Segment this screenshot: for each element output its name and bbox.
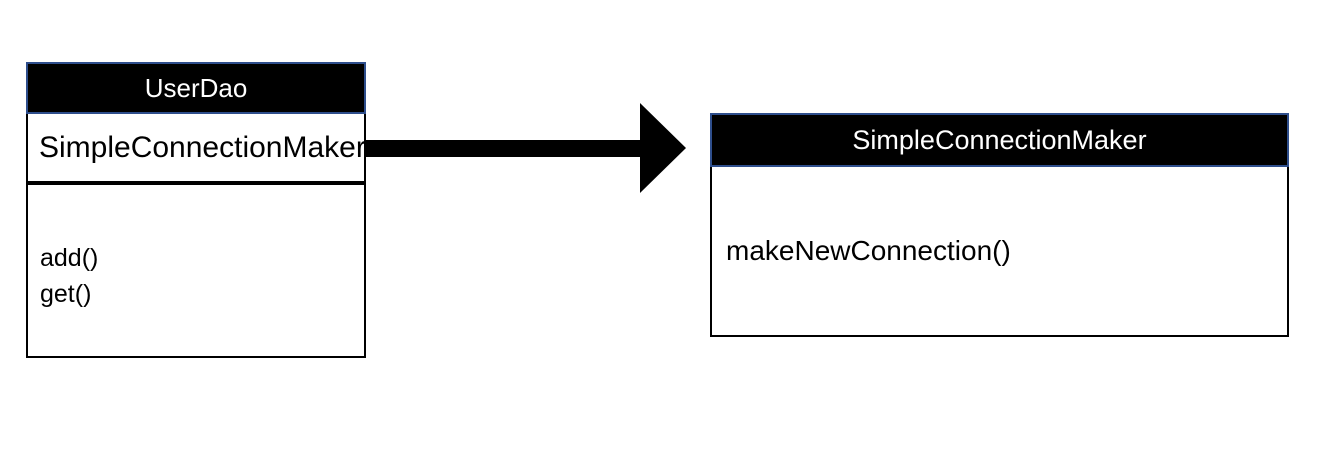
userdao-header: UserDao <box>26 62 366 114</box>
simpleconnectionmaker-method-makenewconnection: makeNewConnection() <box>726 235 1011 266</box>
userdao-class-name: UserDao <box>144 72 248 103</box>
userdao-methods-section: add() get() <box>26 185 366 358</box>
class-box-userdao: UserDao SimpleConnectionMaker add() get(… <box>26 62 366 358</box>
simpleconnectionmaker-class-name: SimpleConnectionMaker <box>852 124 1147 155</box>
userdao-method-add: add() <box>40 244 99 272</box>
dependency-arrow-shaft <box>366 140 640 157</box>
userdao-attributes-section: SimpleConnectionMaker <box>26 114 366 185</box>
dependency-arrow-head-icon <box>640 103 686 193</box>
userdao-attribute-simpleconnectionmaker: SimpleConnectionMaker <box>39 130 366 164</box>
simpleconnectionmaker-header: SimpleConnectionMaker <box>710 113 1289 167</box>
userdao-method-get: get() <box>40 280 92 308</box>
class-box-simpleconnectionmaker: SimpleConnectionMaker makeNewConnection(… <box>710 113 1289 337</box>
simpleconnectionmaker-methods-section: makeNewConnection() <box>710 167 1289 337</box>
